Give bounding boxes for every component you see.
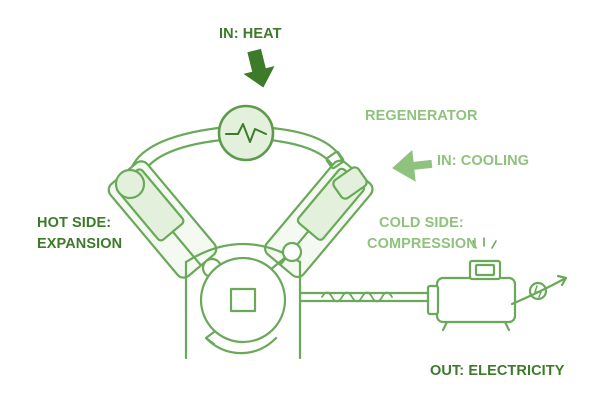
- arrow-left-icon: [392, 149, 433, 182]
- regenerator-label: REGENERATOR: [365, 108, 478, 124]
- electricity-symbol-icon: [510, 274, 568, 306]
- cold-side-label-line1: COLD SIDE:: [379, 215, 464, 231]
- electric-generator-icon: [426, 237, 517, 332]
- arrow-down-icon: [243, 48, 275, 88]
- in-heat-label: IN: HEAT: [219, 26, 282, 42]
- cooler-block: [332, 166, 368, 200]
- heater-zigzag-icon: [217, 104, 275, 162]
- pipe-connector: [325, 150, 345, 170]
- hot-side-label-line1: HOT SIDE:: [37, 215, 112, 231]
- in-cooling-label: IN: COOLING: [437, 153, 530, 169]
- flywheel: [199, 256, 287, 355]
- out-electricity-label: OUT: ELECTRICITY: [430, 363, 565, 379]
- drive-shaft: [298, 291, 434, 303]
- hot-side-head: [114, 168, 146, 200]
- hot-side-label-line2: EXPANSION: [37, 236, 123, 252]
- cold-side-label-line2: COMPRESSION: [367, 236, 477, 252]
